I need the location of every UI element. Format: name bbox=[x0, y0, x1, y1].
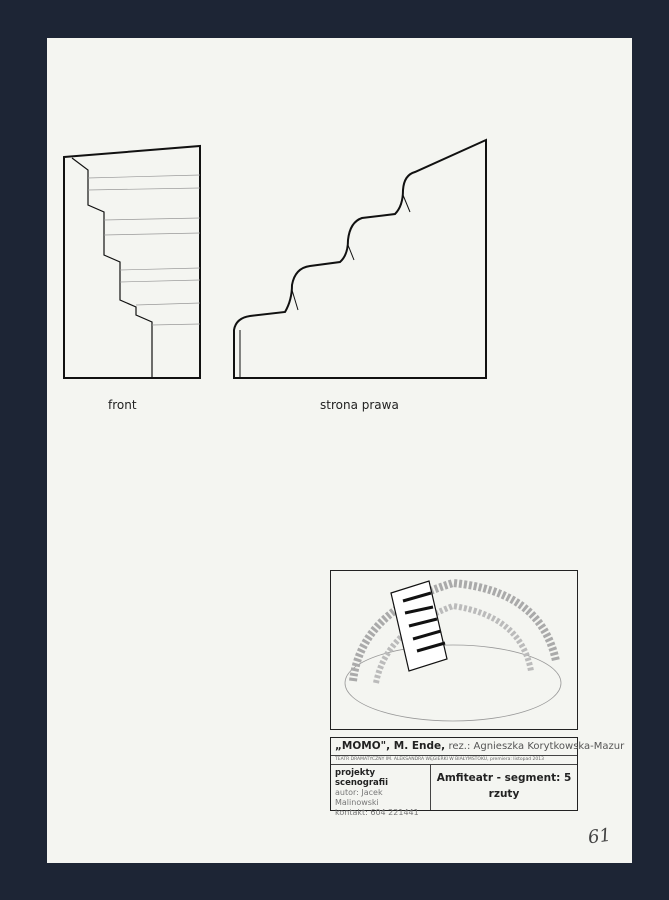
right-side-elevation bbox=[233, 138, 487, 379]
amphitheatre-sketch-icon bbox=[344, 578, 562, 722]
front-elevation bbox=[63, 144, 201, 379]
drawing-subtitle: rzuty bbox=[488, 788, 520, 800]
author: autor: Jacek Malinowski bbox=[335, 788, 383, 807]
production-title: „MOMO", M. Ende, bbox=[335, 740, 446, 752]
amphitheatre-illustration bbox=[330, 570, 578, 730]
section-label: projekty scenografii bbox=[335, 768, 388, 788]
theatre-name: TEATR DRAMATYCZNY IM. ALEKSANDRA WĘGIERK… bbox=[331, 756, 577, 765]
page-number: 61 bbox=[586, 824, 613, 849]
document-page bbox=[47, 38, 632, 863]
contact: kontakt: 604 221441 bbox=[335, 808, 419, 817]
front-label: front bbox=[108, 398, 137, 412]
drawing-title: Amfiteatr - segment: 5 bbox=[436, 772, 572, 784]
right-side-label: strona prawa bbox=[320, 398, 399, 412]
director: rez.: Agnieszka Korytkowska-Mazur bbox=[448, 741, 625, 752]
title-block: „MOMO", M. Ende, rez.: Agnieszka Korytko… bbox=[330, 737, 624, 817]
